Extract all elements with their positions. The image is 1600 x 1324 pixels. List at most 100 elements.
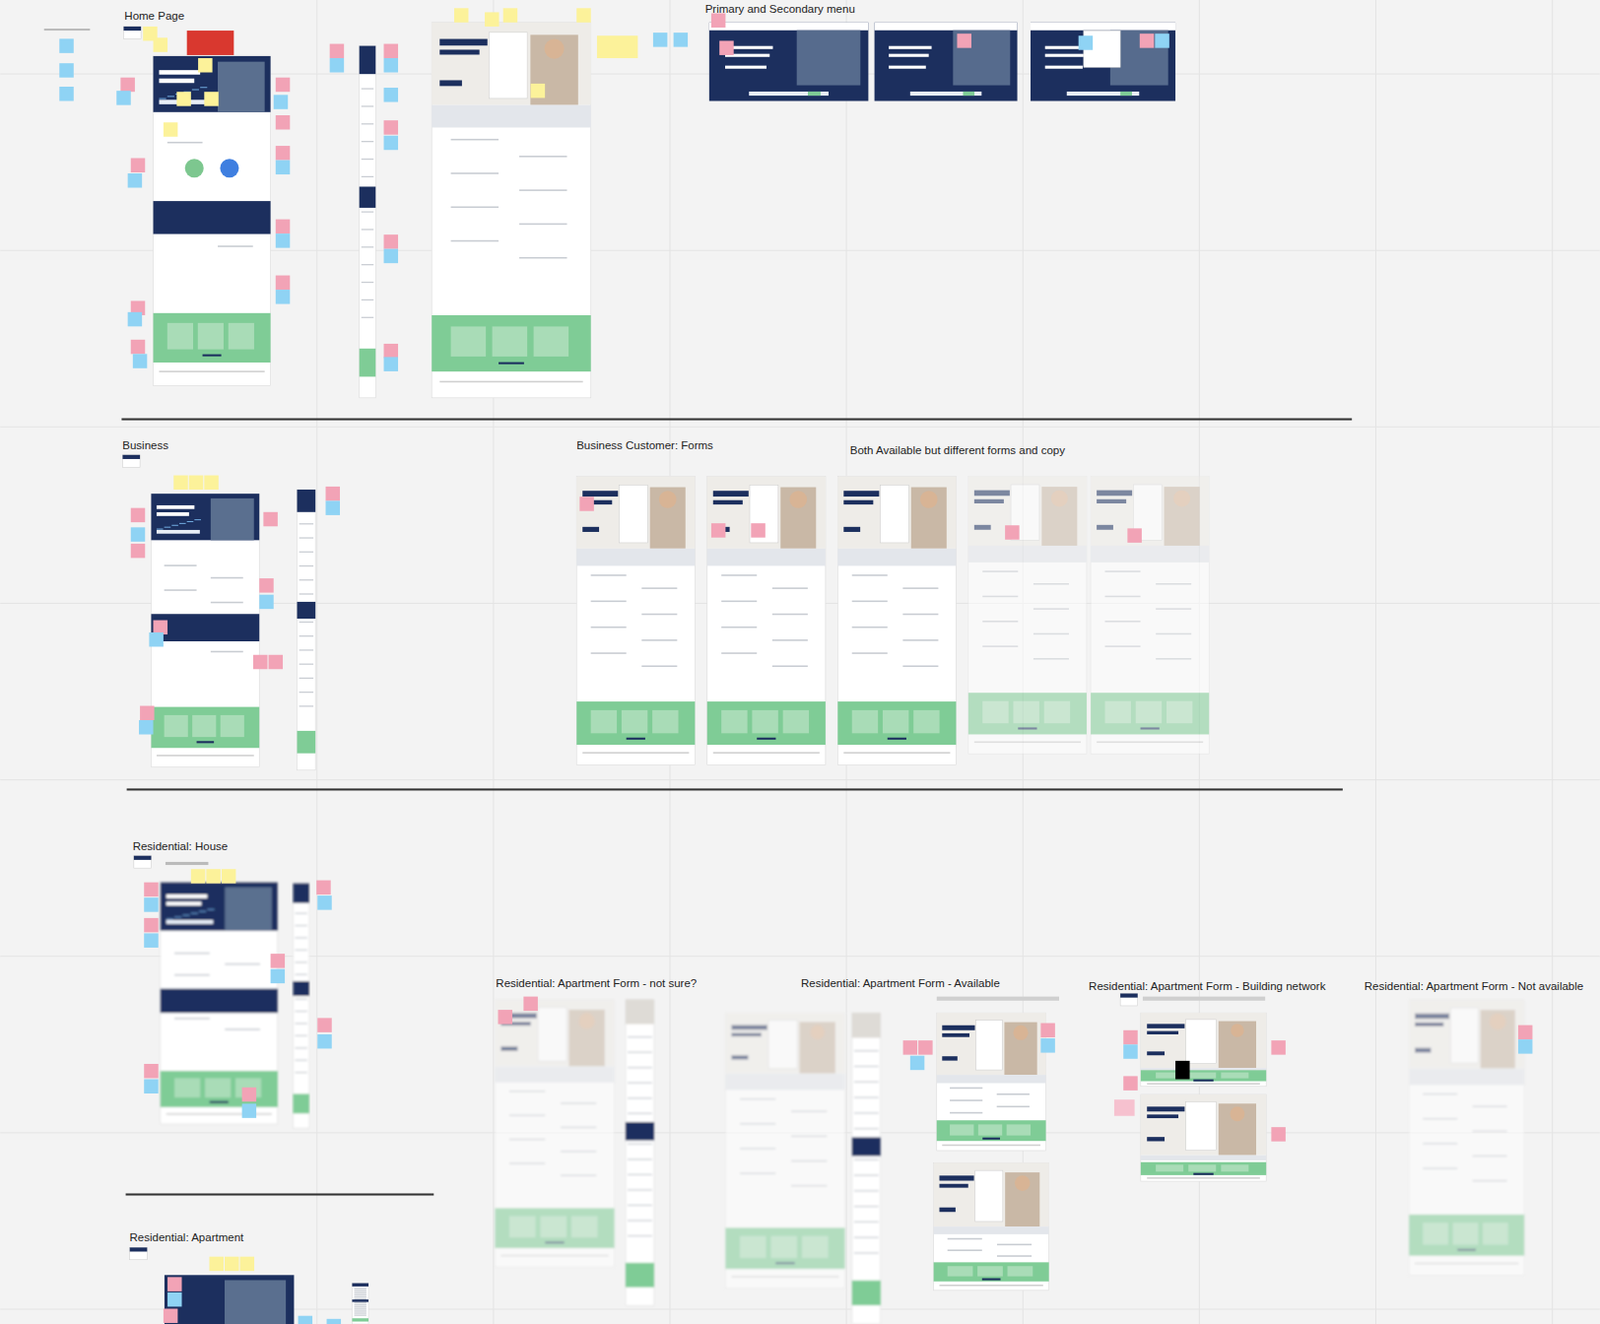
page-thumbnail — [936, 1012, 1047, 1151]
testimonial-band — [153, 313, 271, 363]
hero-heading — [731, 1024, 767, 1030]
text-line — [560, 1102, 597, 1105]
testimonial-card — [739, 1236, 767, 1259]
hero-person — [1489, 1013, 1507, 1031]
grid-line — [1551, 0, 1553, 1324]
sticky-note — [205, 868, 220, 883]
sticky-note — [275, 160, 290, 175]
hero-form — [975, 1170, 1003, 1222]
text-line — [791, 1110, 827, 1113]
hero-band — [968, 476, 1087, 546]
text-line — [997, 1255, 1032, 1258]
hero-heading — [1414, 1022, 1444, 1027]
sticky-note — [59, 38, 73, 53]
page-background — [153, 56, 271, 386]
text-line — [299, 635, 314, 637]
sticky-note — [131, 339, 145, 354]
sticky-note — [143, 933, 158, 947]
hero-band — [1140, 1094, 1267, 1156]
sticky-note — [326, 486, 340, 501]
wave-dots — [156, 529, 164, 531]
text-line — [361, 228, 374, 230]
sticky-note — [1040, 1038, 1055, 1053]
hero-heading — [1096, 490, 1133, 497]
sticky-note — [163, 122, 178, 136]
sticky-note — [317, 1034, 332, 1049]
frame-label: Residential: Apartment Form - Available — [800, 976, 1000, 991]
section-band — [292, 981, 310, 997]
testimonial-card — [913, 710, 939, 734]
page-background — [725, 1012, 845, 1289]
text-line — [1033, 633, 1069, 636]
hero-band — [725, 1012, 845, 1074]
hero-button — [1146, 1136, 1165, 1141]
frame-icon — [130, 1247, 148, 1260]
text-line — [949, 1112, 983, 1115]
sticky-note — [454, 7, 468, 22]
nav-bar — [709, 22, 869, 31]
text-line — [641, 613, 677, 616]
sticky-note — [128, 312, 142, 327]
frame-label: Home Page — [124, 8, 185, 23]
page-background — [431, 22, 592, 399]
hero-person — [1230, 1023, 1244, 1037]
hero-button — [731, 1055, 748, 1060]
wave-dots — [200, 86, 207, 88]
text-line — [294, 1060, 307, 1062]
section-band — [852, 1137, 881, 1157]
testimonial-card — [751, 710, 778, 734]
frame-label: Primary and Secondary menu — [705, 1, 856, 16]
page-thumbnail — [164, 1274, 295, 1324]
page-background — [150, 493, 260, 767]
text-line — [982, 620, 1018, 623]
sticky-note — [711, 523, 726, 537]
hero-band — [164, 1274, 295, 1324]
grid-line — [1375, 0, 1377, 1324]
sticky-note — [503, 7, 518, 22]
hero-heading — [439, 49, 479, 55]
frame-label: Business — [122, 438, 169, 453]
sticky-note — [576, 7, 591, 22]
testimonial-card — [492, 326, 529, 356]
hero-heading — [713, 500, 743, 505]
sticky-note — [384, 356, 399, 371]
text-line — [997, 1093, 1030, 1096]
nav-bar — [1030, 22, 1176, 31]
testimonial-band — [292, 1093, 310, 1114]
text-line — [627, 1174, 653, 1176]
sticky-note — [327, 1319, 341, 1324]
hero-form — [1186, 1101, 1217, 1150]
hero-heading — [158, 69, 200, 75]
sticky-note — [326, 500, 340, 515]
text-line — [772, 639, 808, 642]
hero-photo — [569, 1009, 605, 1067]
sticky-note — [173, 475, 188, 490]
text-line — [982, 596, 1018, 599]
sticky-note — [131, 527, 145, 541]
sticky-note — [653, 32, 667, 47]
text-line — [997, 1106, 1030, 1109]
testimonial-card — [621, 710, 648, 734]
testimonial-band — [431, 315, 592, 372]
testimonial-card — [801, 1236, 829, 1259]
hero-photo — [650, 487, 686, 549]
band-button — [498, 362, 525, 365]
text-line — [354, 1298, 367, 1300]
sticky-note — [221, 868, 236, 883]
testimonial-card — [949, 1124, 974, 1135]
hero-heading — [938, 1175, 974, 1181]
band-button — [756, 737, 776, 740]
wave-dots — [164, 527, 172, 529]
testimonial-band — [1090, 692, 1209, 734]
sticky-note — [59, 63, 73, 77]
text-line — [1105, 645, 1141, 648]
mobile-thumbnail — [292, 883, 310, 1130]
frame-icon-bar — [133, 856, 152, 861]
sticky-note — [275, 115, 290, 130]
page-thumbnail — [494, 1000, 614, 1267]
header-bar — [1142, 997, 1266, 1001]
band-button — [1193, 1173, 1213, 1176]
text-line — [627, 1052, 653, 1054]
sticky-note — [1139, 33, 1154, 48]
testimonial-band — [359, 348, 377, 378]
